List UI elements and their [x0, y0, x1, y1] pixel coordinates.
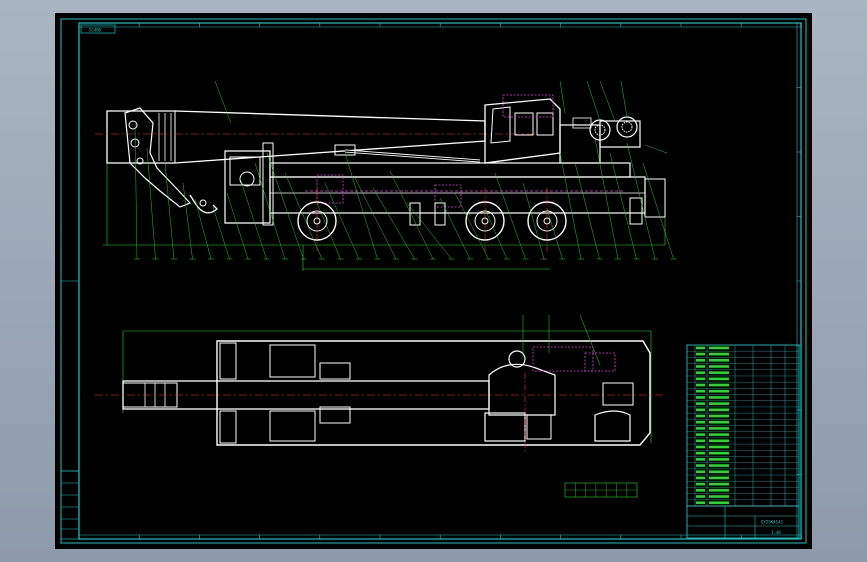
spec-table: [564, 482, 638, 498]
outer-border: [60, 18, 807, 544]
side-elevation-view: [95, 80, 677, 271]
title-tag-box: [80, 24, 116, 34]
zone-markers: [78, 22, 802, 540]
drawing-number: QY25K4143: [761, 520, 783, 525]
drawing-sheet: SC400: [55, 13, 812, 549]
callout-leaders-side: [134, 80, 677, 260]
title-block: QY25K4143 1:40: [686, 505, 800, 539]
revision-block: [60, 470, 80, 540]
title-tag: SC400: [89, 28, 102, 33]
inner-border: [78, 22, 802, 540]
cad-drawing: SC400: [60, 18, 807, 544]
parts-list: [686, 344, 800, 507]
drawing-scale: 1:40: [771, 530, 781, 535]
plan-view: [95, 314, 665, 453]
